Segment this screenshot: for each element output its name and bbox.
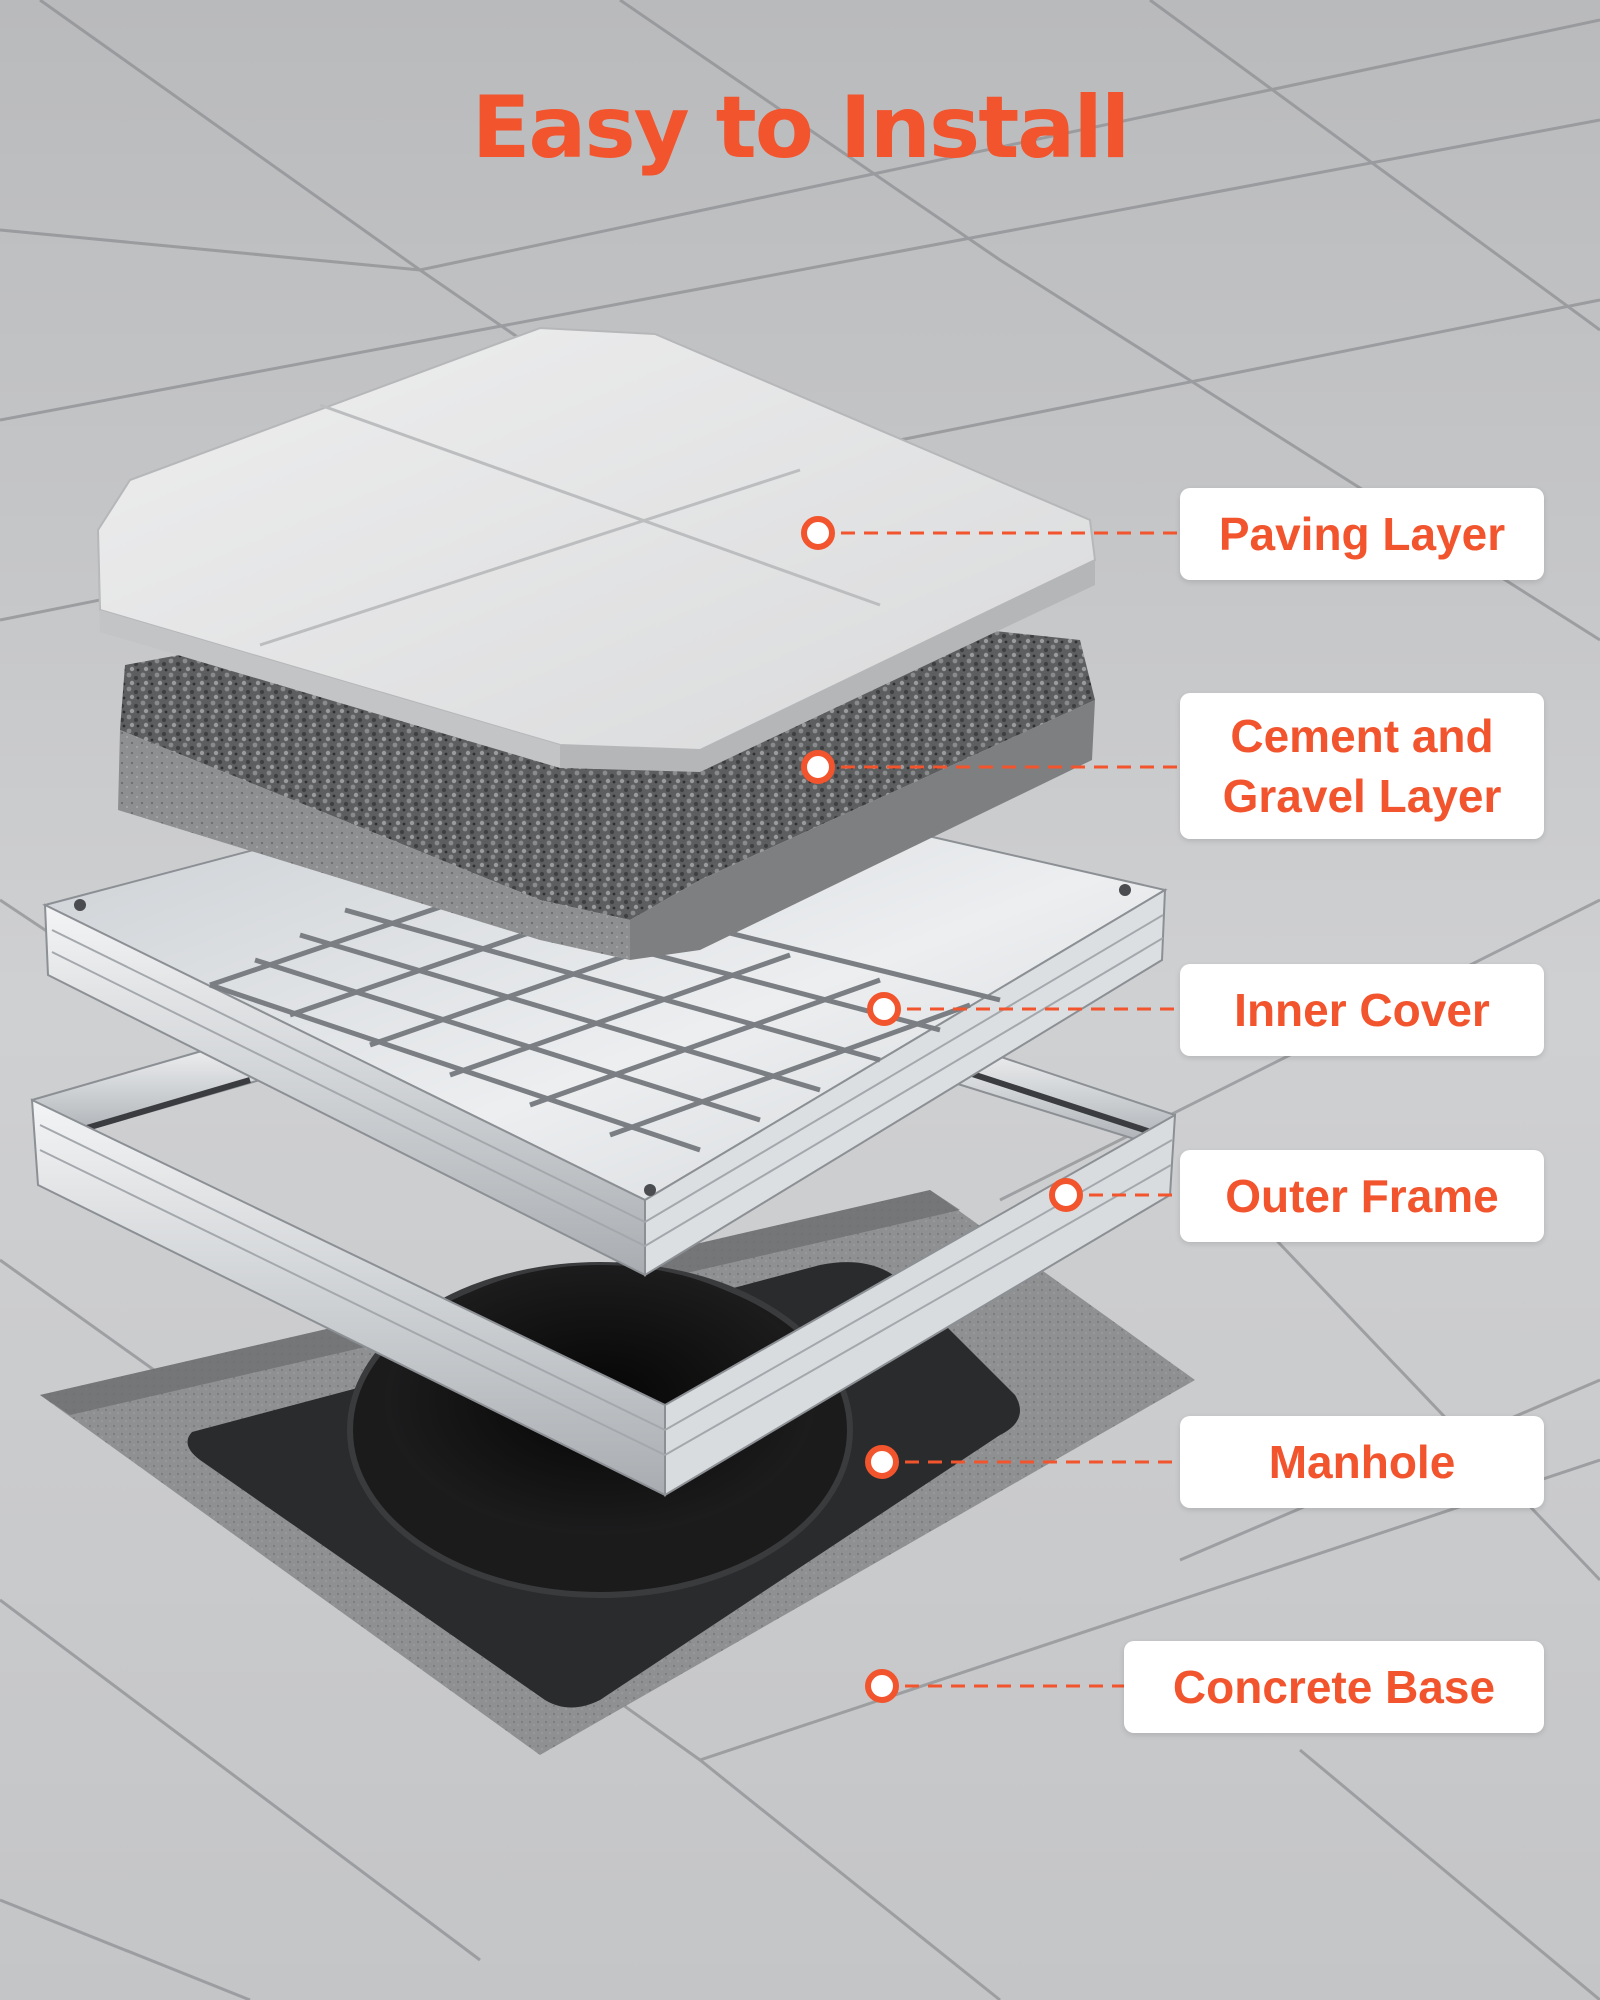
label-inner-cover-text: Inner Cover [1234, 984, 1490, 1036]
label-outer-frame: Outer Frame [1180, 1150, 1544, 1242]
inner-cover-dot [867, 992, 901, 1026]
label-cement-gravel-line1: Cement and [1230, 710, 1494, 762]
outer-frame-illustration [30, 1038, 1177, 1497]
outer-frame-dot [1049, 1178, 1083, 1212]
label-manhole: Manhole [1180, 1416, 1544, 1508]
label-inner-cover: Inner Cover [1180, 964, 1544, 1056]
page-title: Easy to Install [471, 78, 1131, 178]
paving-layer-illustration [96, 326, 1097, 772]
label-concrete-base-text: Concrete Base [1172, 1661, 1496, 1713]
manhole-dot [865, 1445, 899, 1479]
label-paving-layer: Paving Layer [1180, 488, 1544, 580]
callout-leaders [818, 531, 1180, 1688]
label-paving-layer-text: Paving Layer [1218, 508, 1506, 560]
callout-dots [801, 516, 1083, 1703]
label-manhole-text: Manhole [1268, 1436, 1456, 1488]
label-cement-gravel-line2: Gravel Layer [1222, 770, 1502, 822]
gravel-layer-dot [801, 750, 835, 784]
label-cement-gravel-layer: Cement and Gravel Layer [1180, 693, 1544, 839]
label-concrete-base: Concrete Base [1124, 1641, 1544, 1733]
label-outer-frame-text: Outer Frame [1225, 1170, 1499, 1222]
concrete-base-dot [865, 1669, 899, 1703]
paving-layer-dot [801, 516, 835, 550]
